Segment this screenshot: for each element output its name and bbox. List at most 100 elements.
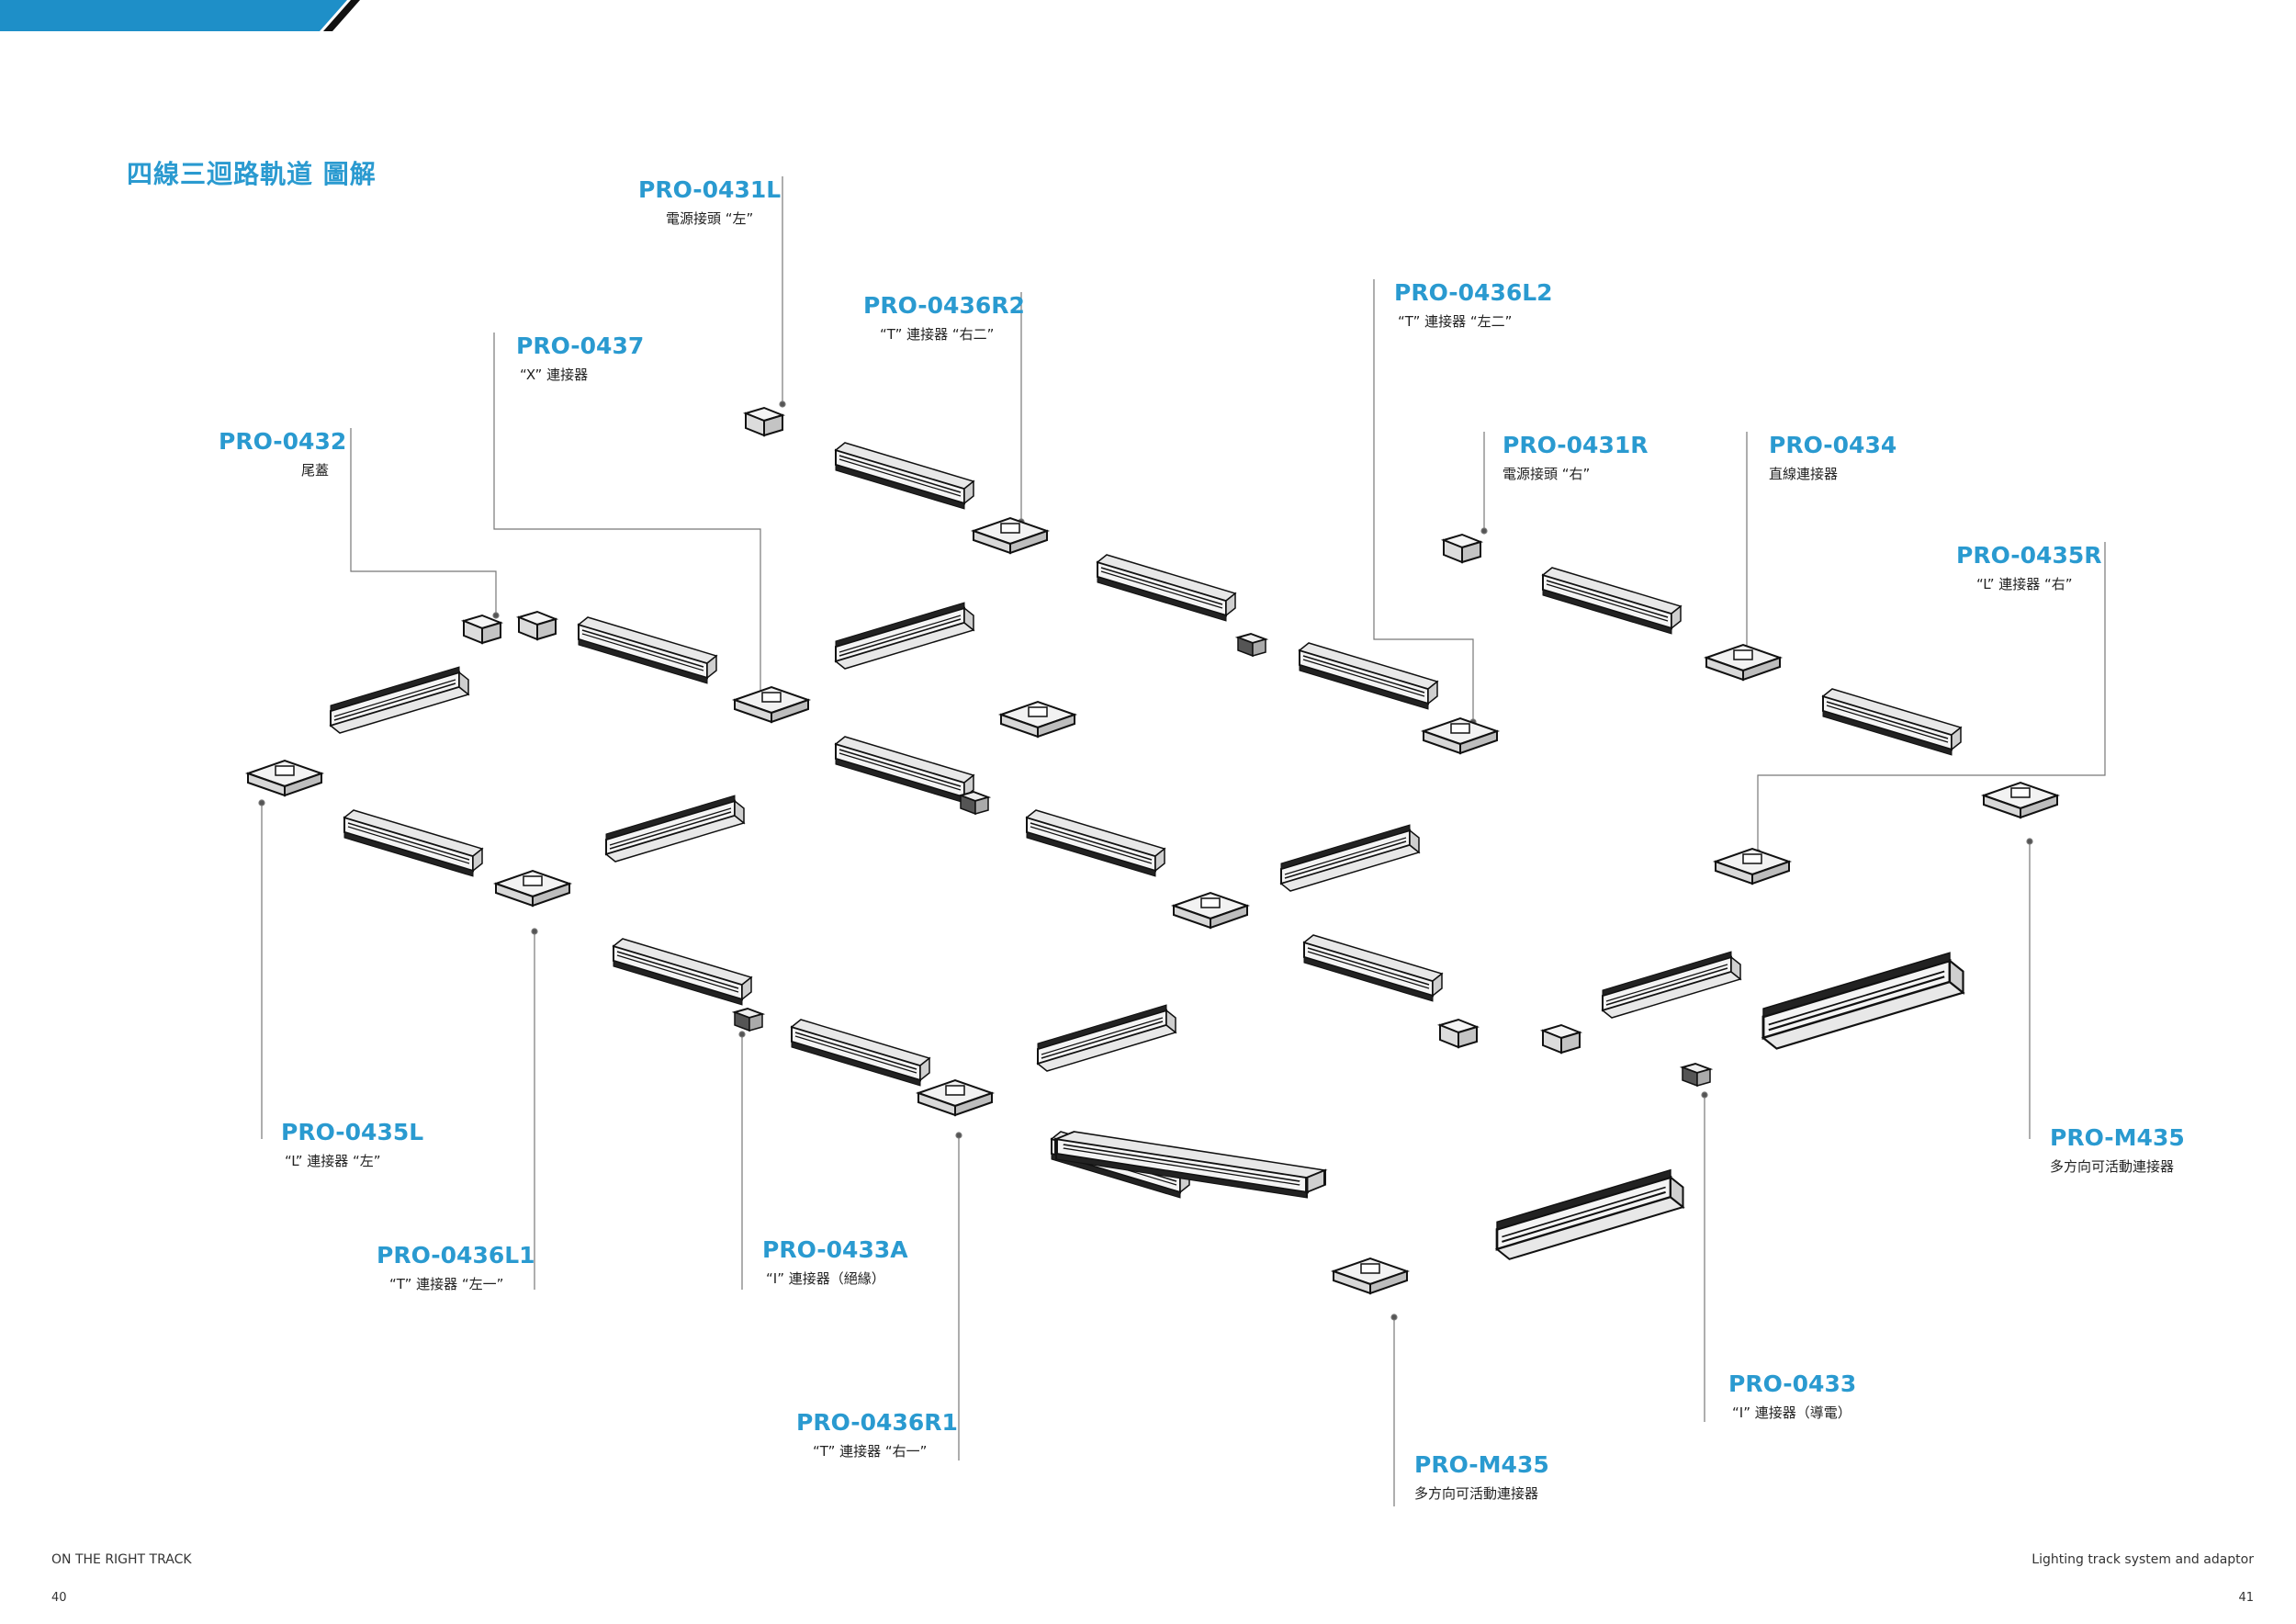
l-connector-right [1715,848,1790,885]
part-code: PRO-0433 [1728,1370,1857,1397]
i-connector [1237,633,1266,657]
label-pro-0436r2: PRO-0436R2 “T” 連接器 “右二” [863,292,1025,344]
label-pro-0433: PRO-0433 “I” 連接器（導電） [1728,1370,1856,1422]
part-code: PRO-0436R1 [796,1409,958,1436]
x-connector [1000,701,1075,738]
multi-direction-connector [1333,1257,1408,1294]
track-section [1602,951,1741,1019]
part-desc: “T” 連接器 “右一” [813,1443,928,1460]
part-desc: “T” 連接器 “左一” [389,1276,504,1292]
part-code: PRO-0436L2 [1394,279,1553,306]
leader-line [1757,542,2106,852]
i-connector [960,791,989,815]
end-cap [463,615,501,644]
straight-connector [1705,644,1781,681]
label-pro-0431l: PRO-0431L 電源接頭 “左” [638,176,781,228]
part-desc: “T” 連接器 “右二” [880,326,995,343]
label-pro-0436l1: PRO-0436L1 “T” 連接器 “左一” [377,1242,535,1293]
label-pro-m435-bottom: PRO-M435 多方向可活動連接器 [1414,1451,1549,1503]
part-code: PRO-0433A [762,1236,908,1263]
label-pro-0435l: PRO-0435L “L” 連接器 “左” [281,1119,423,1170]
label-pro-0431r: PRO-0431R 電源接頭 “右” [1503,432,1649,483]
x-connector [1173,892,1248,929]
x-connector [734,686,809,723]
track-section [1299,642,1438,710]
part-code: PRO-M435 [2050,1124,2185,1151]
label-pro-0434: PRO-0434 直線連接器 [1769,432,1896,483]
label-pro-0432: PRO-0432 尾蓋 [219,428,346,479]
i-connector-conductive [1682,1063,1711,1087]
leader-dot [1701,1091,1708,1099]
end-cap [1439,1019,1478,1048]
track-section [1542,567,1682,635]
part-desc: 直線連接器 [1769,466,1839,482]
part-code: PRO-0434 [1769,432,1897,458]
track-section [835,736,974,804]
long-track-section [1761,951,1964,1051]
track-section [835,602,974,670]
label-pro-0435r: PRO-0435R “L” 連接器 “右” [1956,542,2102,593]
leader-dot [531,928,538,935]
long-track-section [1495,1168,1684,1261]
t-connector-r2 [973,517,1048,554]
t-connector-l1 [495,870,570,907]
part-desc: “L” 連接器 “右” [1976,576,2073,592]
track-section [1280,824,1420,892]
track-section [835,442,974,510]
part-desc: “T” 連接器 “左二” [1398,313,1513,330]
part-code: PRO-0435L [281,1119,424,1145]
part-code: PRO-0435R [1956,542,2102,569]
power-feed-right [1443,534,1481,563]
t-connector-l2 [1423,717,1498,754]
track-section [791,1019,930,1087]
page-number-left: 40 [51,1591,67,1605]
end-cap [518,611,557,640]
leader-line [350,428,497,615]
part-code: PRO-0432 [219,428,347,455]
leader-dot [2026,838,2033,845]
footer-left-text: ON THE RIGHT TRACK [51,1552,192,1567]
leader-dot [955,1132,962,1139]
part-code: PRO-0431R [1503,432,1649,458]
track-section [1303,934,1443,1002]
part-desc: “L” 連接器 “左” [285,1153,381,1169]
label-pro-0433a: PRO-0433A “I” 連接器（絕緣） [762,1236,908,1288]
leader-dot [738,1031,746,1038]
part-desc: 電源接頭 “右” [1503,466,1591,482]
part-code: PRO-M435 [1414,1451,1549,1478]
leader-dot [492,612,500,619]
label-pro-0436r1: PRO-0436R1 “T” 連接器 “右一” [796,1409,958,1460]
part-desc: 多方向可活動連接器 [1414,1485,1539,1502]
page-title: 四線三迴路軌道 圖解 [127,159,377,189]
part-desc: 尾蓋 [301,462,330,479]
label-pro-m435-right: PRO-M435 多方向可活動連接器 [2050,1124,2185,1176]
header-accent-bar [0,0,347,31]
page-number-right: 41 [2238,1591,2254,1605]
part-desc: “I” 連接器（絕緣） [766,1270,885,1287]
track-section [343,809,483,877]
part-code: PRO-0436L1 [377,1242,535,1269]
label-pro-0436l2: PRO-0436L2 “T” 連接器 “左二” [1394,279,1553,331]
part-desc: 電源接頭 “左” [666,210,754,227]
leader-dot [1390,1314,1398,1321]
footer-right-text: Lighting track system and adaptor [2032,1552,2254,1567]
track-sections [330,442,1964,1261]
part-code: PRO-0436R2 [863,292,1025,319]
l-connector-right [1983,782,2058,818]
power-feed-left [745,407,783,436]
track-section [1822,688,1962,756]
t-connector-r1 [917,1079,993,1116]
leader-dot [1480,527,1488,535]
part-desc: “I” 連接器（導電） [1732,1404,1851,1421]
part-code: PRO-0437 [516,333,645,359]
i-connector-insulated [734,1008,763,1032]
track-section [1037,1004,1176,1072]
end-cap [1542,1024,1581,1054]
track-section [1097,554,1236,622]
part-desc: 多方向可活動連接器 [2050,1158,2175,1175]
label-pro-0437: PRO-0437 “X” 連接器 [516,333,644,384]
l-connector-left [247,760,322,796]
track-section [330,666,469,734]
leader-dot [258,799,265,806]
